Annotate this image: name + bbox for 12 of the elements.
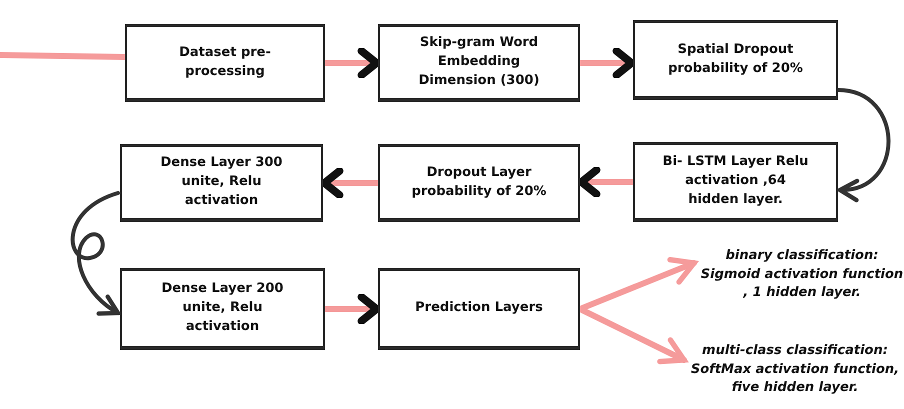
output-note: multi-class classification: SoftMax activation function, five hidden layer. <box>690 342 900 398</box>
process-box: Prediction Layers <box>378 268 580 350</box>
output-note: binary classification: Sigmoid activation function , 1 hidden layer. <box>700 246 904 302</box>
arrow <box>836 88 890 200</box>
process-box: Dense Layer 300 unite, Relu activation <box>120 144 323 222</box>
process-box: Dropout Layer probability of 20% <box>378 144 580 222</box>
process-box: Skip-gram Word Embedding Dimension (300) <box>378 24 580 102</box>
process-box: Dataset pre-processing <box>125 24 325 102</box>
process-box: Spatial Dropout probability of 20% <box>633 20 838 100</box>
process-box: Dense Layer 200 unite, Relu activation <box>120 268 325 350</box>
arrow <box>70 191 120 316</box>
process-box: Bi- LSTM Layer Relu activation ,64 hidden layer. <box>633 142 838 222</box>
